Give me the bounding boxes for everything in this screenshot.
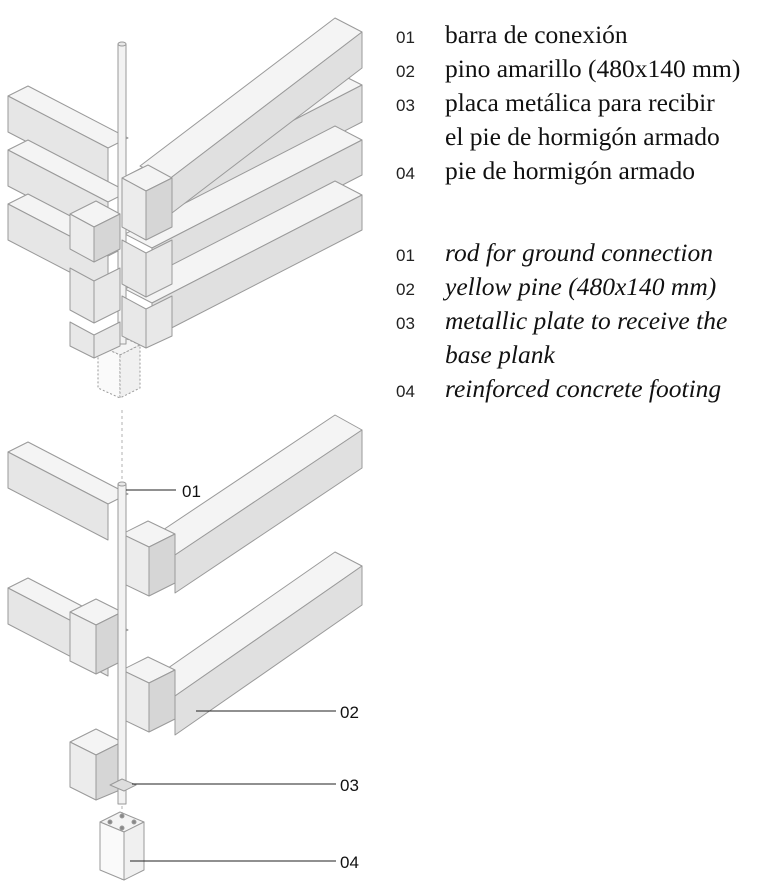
legend-item: 01 barra de conexión — [396, 18, 740, 52]
left-beam-stack — [7, 85, 129, 293]
legend-item: 02 pino amarillo (480x140 mm) — [396, 52, 740, 86]
legend-item: 03 placa metálica para recibir el pie de … — [396, 86, 740, 154]
legend-item: 01 rod for ground connection — [396, 236, 727, 270]
legend-item: 03 metallic plate to receive the base pla… — [396, 304, 727, 372]
legend-spanish: 01 barra de conexión 02 pino amarillo (480… — [396, 18, 740, 188]
lower-log — [69, 728, 123, 801]
assembled-corner-view — [7, 17, 363, 399]
connection-rod-exploded — [117, 483, 127, 805]
legend-text: reinforced concrete footing — [445, 374, 722, 403]
legend-number: 02 — [396, 62, 415, 81]
legend-number: 02 — [396, 280, 415, 299]
legend-item: 04 pie de hormigón armado — [396, 154, 740, 188]
callout-label-03: 03 — [340, 776, 359, 795]
legend-text: yellow pine (480x140 mm) — [445, 272, 717, 301]
middle-log-pair — [7, 551, 363, 736]
legend-number: 01 — [396, 246, 415, 265]
legend-number: 03 — [396, 314, 415, 333]
metal-plate — [109, 778, 137, 792]
legend-text: pino amarillo (480x140 mm) — [445, 54, 741, 83]
corner-blocks-top — [69, 164, 173, 359]
callout-label-01: 01 — [182, 482, 201, 501]
legend-item: 02 yellow pine (480x140 mm) — [396, 270, 727, 304]
legend-text: placa metálica para recibir el pie de ho… — [445, 88, 720, 151]
legend-english: 01 rod for ground connection 02 yellow pin… — [396, 236, 727, 406]
legend-number: 01 — [396, 28, 415, 47]
callout-label-02: 02 — [340, 703, 359, 722]
upper-log-pair — [7, 414, 363, 597]
legend-number: 04 — [396, 382, 415, 401]
legend-item: 04 reinforced concrete footing — [396, 372, 727, 406]
callouts — [126, 489, 336, 862]
legend-number: 03 — [396, 96, 415, 115]
legend-text: rod for ground connection — [445, 238, 713, 267]
callout-label-04: 04 — [340, 853, 359, 872]
right-beam-stack — [121, 17, 363, 339]
exploded-corner-view — [7, 410, 363, 881]
concrete-footing-exploded — [99, 811, 145, 881]
legend-text: pie de hormigón armado — [445, 156, 695, 185]
legend-number: 04 — [396, 164, 415, 183]
legend-text: barra de conexión — [445, 20, 628, 49]
concrete-footing-top — [97, 334, 141, 399]
legend-text: metallic plate to receive the base plank — [445, 306, 728, 369]
